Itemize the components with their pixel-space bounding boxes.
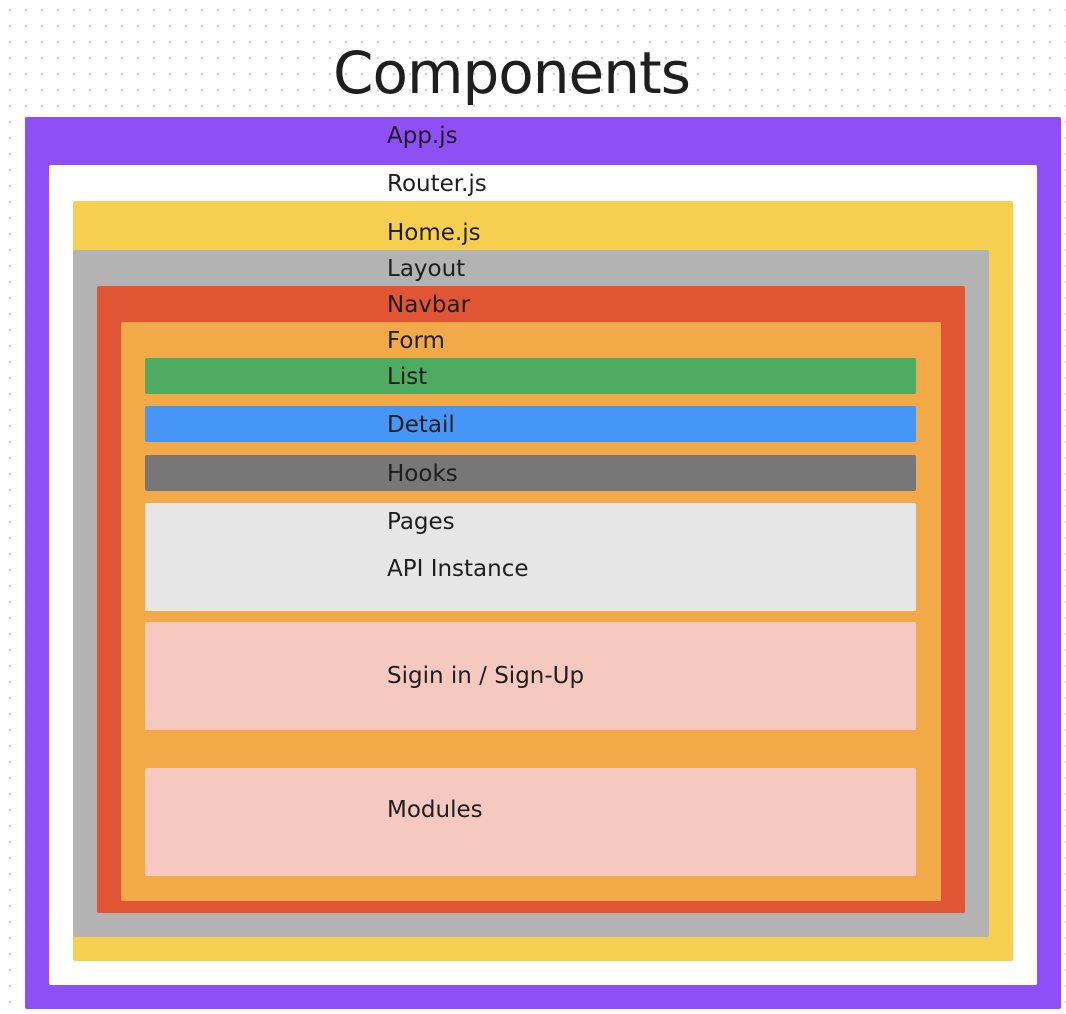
- list-label: List: [387, 364, 428, 390]
- form-label: Form: [387, 328, 445, 354]
- modules-box: [145, 768, 916, 876]
- app-label: App.js: [387, 123, 458, 149]
- list-box: [145, 358, 916, 394]
- api-instance-label: API Instance: [387, 556, 529, 582]
- signin-label: Sigin in / Sign-Up: [387, 663, 585, 689]
- home-label: Home.js: [387, 220, 481, 246]
- navbar-label: Navbar: [387, 292, 471, 318]
- detail-label: Detail: [387, 412, 455, 438]
- hooks-label: Hooks: [387, 461, 458, 487]
- pages-box: [145, 503, 916, 611]
- diagram-title: Components: [333, 39, 691, 107]
- layout-label: Layout: [387, 256, 466, 282]
- hooks-box: [145, 455, 916, 491]
- router-label: Router.js: [387, 171, 487, 197]
- detail-box: [145, 406, 916, 442]
- signin-box: [145, 622, 916, 730]
- pages-label: Pages: [387, 509, 455, 535]
- modules-label: Modules: [387, 797, 483, 823]
